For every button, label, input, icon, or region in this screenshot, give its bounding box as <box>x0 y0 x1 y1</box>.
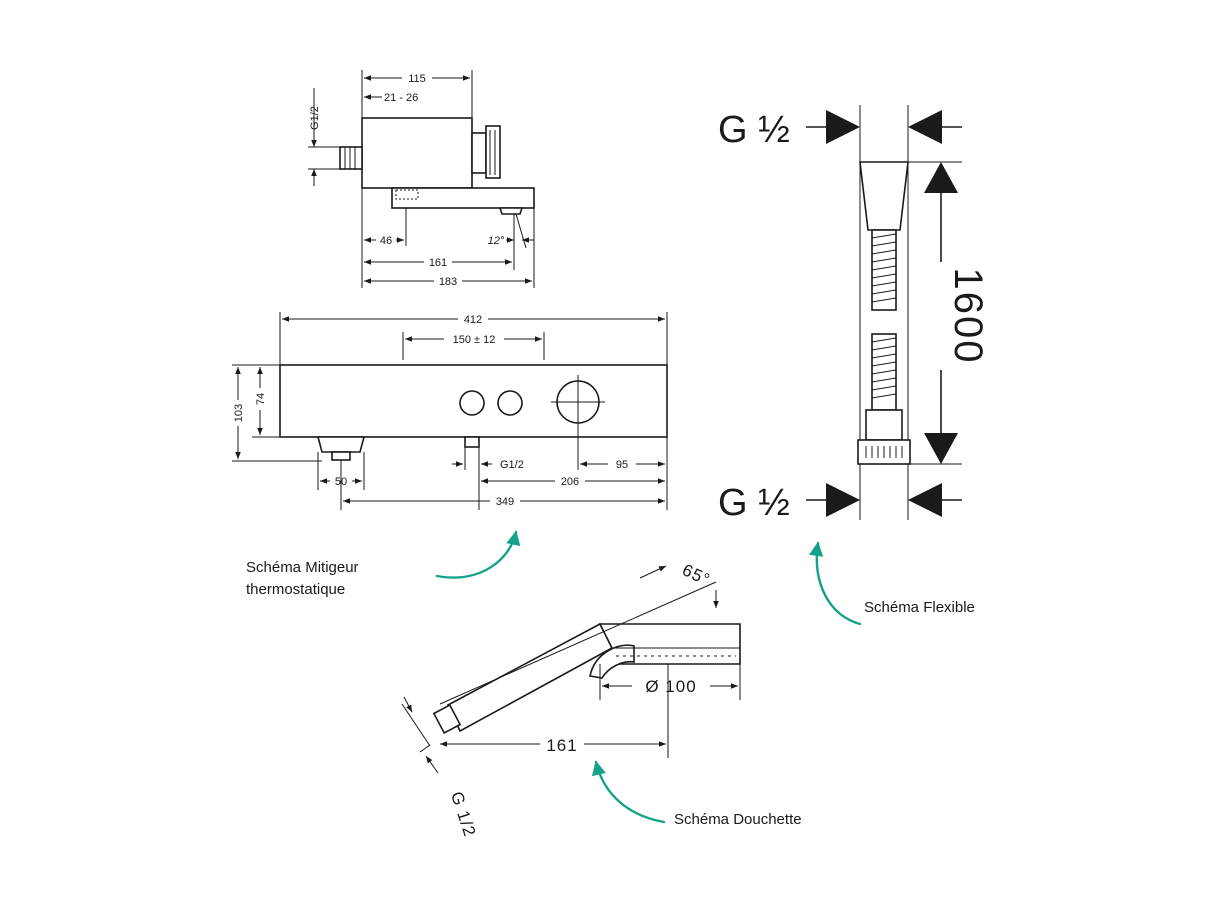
dim-front-g12: G1/2 <box>500 459 524 471</box>
handshower-length: 161 <box>546 736 577 755</box>
dim-103: 103 <box>233 404 245 422</box>
hose-bottom-collar <box>865 409 903 441</box>
dim-95: 95 <box>616 459 628 471</box>
mixer-pointer-arrow <box>435 530 521 579</box>
hose-pointer-arrow <box>809 541 862 626</box>
handshower-head <box>598 623 741 665</box>
mixer-side-knob <box>471 132 487 174</box>
dim-21-26: 21 - 26 <box>384 92 418 104</box>
hose-top-label: G ½ <box>718 109 790 151</box>
mixer-side-spout <box>391 187 535 209</box>
mixer-spout-front <box>316 436 366 453</box>
mixer-inlet-thread <box>339 146 363 170</box>
dim-angle-12: 12° <box>488 235 505 247</box>
hose-top-nut <box>859 161 909 231</box>
handshower-caption: Schéma Douchette <box>674 811 802 828</box>
handshower-thread-label: G 1/2 <box>447 789 479 839</box>
dim-46: 46 <box>380 235 392 247</box>
dim-side-g12: G1/2 <box>309 106 321 130</box>
dim-161-side: 161 <box>429 257 447 269</box>
handshower-diameter: Ø 100 <box>645 677 696 696</box>
dim-206: 206 <box>561 476 579 488</box>
handshower-thread <box>432 703 462 735</box>
mixer-front-outlet <box>464 436 480 448</box>
mixer-button-right <box>497 390 523 416</box>
hose-caption: Schéma Flexible <box>864 599 975 616</box>
hose-bottom-label: G ½ <box>718 482 790 524</box>
handshower-drawing: 65° Ø 100 161 G 1/2 <box>401 560 741 839</box>
hose-drawing: G ½ 1600 G ½ <box>718 105 990 524</box>
dim-412: 412 <box>464 314 482 326</box>
mixer-button-left <box>459 390 485 416</box>
mixer-front-view: 412 150 ± 12 103 74 G1/2 95 50 206 <box>230 312 668 510</box>
mixer-caption-line1: Schéma Mitigeur <box>246 559 359 576</box>
dim-115: 115 <box>408 73 426 85</box>
dim-74: 74 <box>255 393 267 405</box>
hose-length: 1600 <box>946 268 990 365</box>
handshower-handle <box>446 622 614 733</box>
mixer-side-knob-cap <box>485 125 501 179</box>
dim-150: 150 ± 12 <box>453 334 496 346</box>
handshower-pointer-arrow <box>591 760 666 824</box>
hose-top-segment <box>871 229 897 311</box>
dim-349: 349 <box>496 496 514 508</box>
dim-183: 183 <box>439 276 457 288</box>
mixer-side-view: 115 21 - 26 G1/2 46 12° 161 183 <box>308 70 535 288</box>
mixer-side-body <box>361 117 473 189</box>
mixer-caption-line2: thermostatique <box>246 581 345 598</box>
